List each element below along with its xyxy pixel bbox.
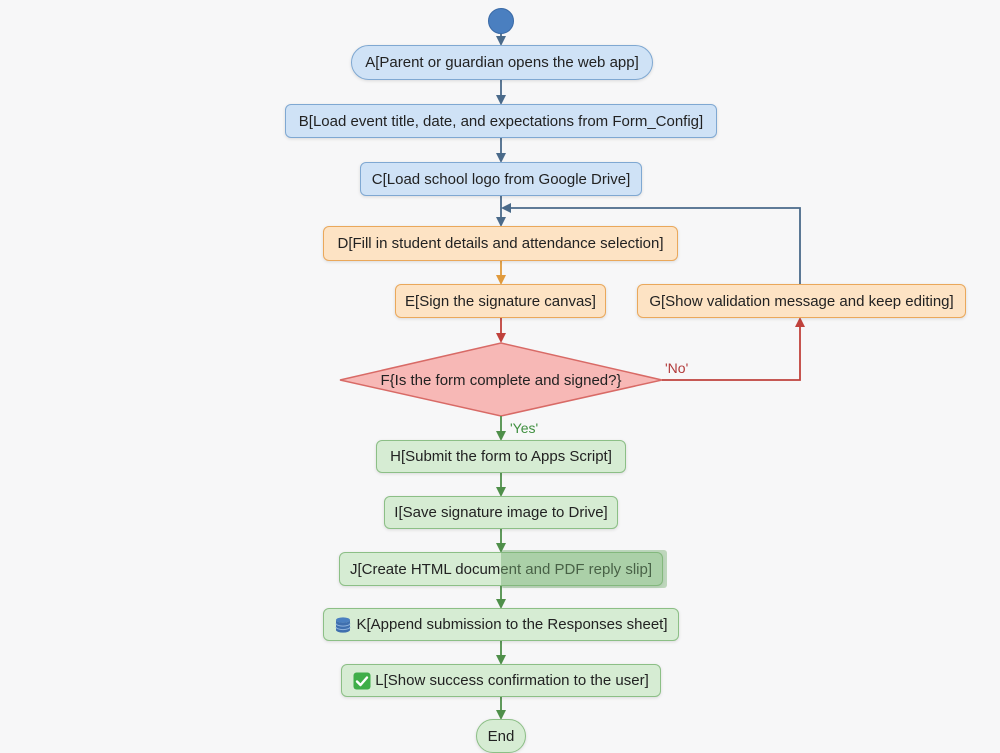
node-i: I[Save signature image to Drive] <box>384 496 618 529</box>
node-j-label: J[Create HTML document and PDF reply sli… <box>349 560 653 578</box>
node-h: H[Submit the form to Apps Script] <box>376 440 626 473</box>
edge-label-no: 'No' <box>665 360 689 376</box>
end-node: End <box>476 719 526 753</box>
start-node <box>488 8 514 34</box>
node-c: C[Load school logo from Google Drive] <box>360 162 642 196</box>
node-b: B[Load event title, date, and expectatio… <box>285 104 717 138</box>
node-i-label: I[Save signature image to Drive] <box>394 504 608 521</box>
node-c-label: C[Load school logo from Google Drive] <box>371 170 631 188</box>
node-k-label: K[Append submission to the Responses she… <box>356 616 668 633</box>
node-l: L[Show success confirmation to the user] <box>341 664 661 697</box>
node-f-label: F{Is the form complete and signed?} <box>381 372 622 389</box>
node-h-label: H[Submit the form to Apps Script] <box>390 448 612 465</box>
edge-g-d <box>501 203 801 284</box>
check-mark-icon <box>353 672 371 690</box>
node-a: A[Parent or guardian opens the web app] <box>351 45 653 80</box>
node-k: K[Append submission to the Responses she… <box>323 608 679 641</box>
node-e-label: E[Sign the signature canvas] <box>405 292 596 310</box>
node-a-label: A[Parent or guardian opens the web app] <box>365 54 639 71</box>
end-node-label: End <box>487 727 515 745</box>
node-d: D[Fill in student details and attendance… <box>323 226 678 261</box>
node-b-label: B[Load event title, date, and expectatio… <box>298 112 704 130</box>
node-l-label: L[Show success confirmation to the user] <box>375 672 649 689</box>
node-g: G[Show validation message and keep editi… <box>637 284 966 318</box>
node-e: E[Sign the signature canvas] <box>395 284 606 318</box>
node-g-label: G[Show validation message and keep editi… <box>649 292 954 310</box>
node-d-label: D[Fill in student details and attendance… <box>337 235 664 252</box>
edge-label-yes: 'Yes' <box>510 420 539 436</box>
node-j: J[Create HTML document and PDF reply sli… <box>339 552 663 586</box>
edge-f-g <box>662 317 805 381</box>
database-icon <box>334 616 352 634</box>
